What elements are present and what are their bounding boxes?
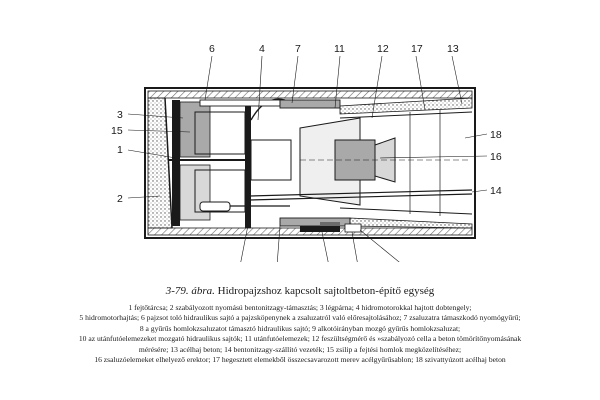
- figure-title-text: Hidropajzshoz kapcsolt sajtoltbeton-épít…: [217, 285, 435, 297]
- legend-line: 10 az utánfutóelemezeket mozgató hidraul…: [78, 334, 522, 344]
- figure-title: 3-79. ábra. Hidropajzshoz kapcsolt sajto…: [0, 285, 600, 298]
- figure-number: 3-79. ábra.: [165, 285, 215, 297]
- callout-right-14: 14: [490, 185, 502, 197]
- shield-diagram: 6 4 7 11 12 17 13 3 15 1 2 18 16 14 8 5 …: [111, 43, 502, 262]
- callout-left-1: 1: [117, 144, 123, 156]
- callout-top-4: 4: [259, 43, 265, 55]
- callout-top-12: 12: [377, 43, 389, 55]
- callout-top-11: 11: [334, 43, 345, 55]
- leader-lines: [127, 55, 488, 262]
- callout-right-18: 18: [490, 129, 502, 141]
- legend-line: 5 hidromotorhajtás; 6 pajzsot toló hidra…: [79, 313, 521, 323]
- cutting-wheel: [168, 100, 245, 226]
- bentonite-pipe: [249, 189, 473, 201]
- erector-unit: [299, 117, 470, 206]
- callout-labels: 6 4 7 11 12 17 13 3 15 1 2 18 16 14 8 5 …: [111, 43, 502, 205]
- callout-top-7: 7: [295, 43, 301, 55]
- figure-legend: 1 fejtőtárcsa; 2 szabályozott nyomású be…: [5, 303, 595, 365]
- legend-line: 1 fejtőtárcsa; 2 szabályozott nyomású be…: [128, 303, 472, 312]
- excavation-face: [147, 97, 173, 229]
- callout-top-6: 6: [209, 43, 215, 55]
- callout-right-16: 16: [490, 151, 502, 163]
- callout-left-3: 3: [117, 109, 123, 121]
- legend-line: 8 a gyűrűs homlokzsaluzatot támasztó hid…: [139, 323, 461, 333]
- callout-top-17: 17: [411, 43, 423, 55]
- callout-left-15: 15: [111, 125, 123, 137]
- figure-caption: 3-79. ábra. Hidropajzshoz kapcsolt sajto…: [0, 285, 600, 365]
- legend-line: 16 zsaluzóelemeket elhelyező erektor; 17…: [94, 355, 506, 365]
- callout-left-2: 2: [117, 193, 123, 205]
- bottom-jacks: [300, 222, 362, 233]
- callout-top-13: 13: [447, 43, 459, 55]
- pressure-bulkhead: [179, 100, 251, 228]
- legend-line: mérésére; 13 acélhaj beton; 14 bentonitz…: [138, 344, 462, 354]
